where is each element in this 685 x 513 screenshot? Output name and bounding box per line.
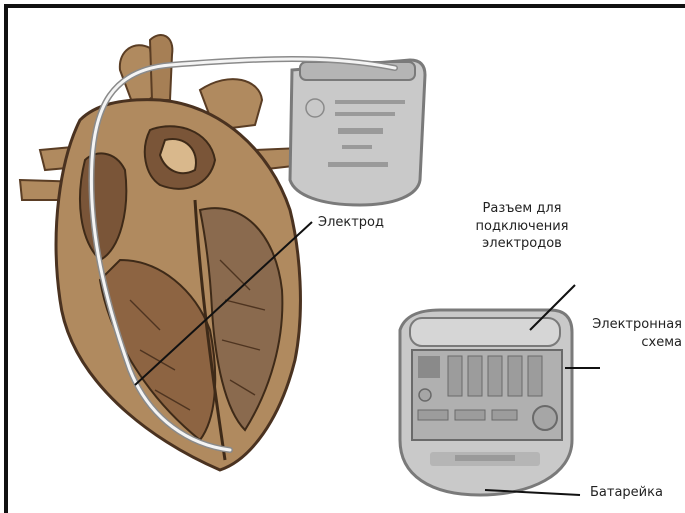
label-connector-line2: подключения	[452, 218, 592, 236]
label-battery: Батарейка	[590, 484, 663, 502]
label-electrode: Электрод	[318, 214, 384, 232]
label-circuit-line2: схема	[570, 334, 682, 352]
label-circuit-line1: Электронная	[570, 316, 682, 334]
label-connector-line1: Разъем для	[452, 200, 592, 218]
pacemaker-device-top	[290, 60, 425, 205]
label-connector-line3: электродов	[452, 235, 592, 253]
pacemaker-device-detail	[400, 310, 572, 495]
label-connector: Разъем для подключения электродов	[452, 200, 592, 253]
heart-illustration	[20, 35, 302, 470]
label-circuit: Электронная схема	[570, 316, 682, 351]
